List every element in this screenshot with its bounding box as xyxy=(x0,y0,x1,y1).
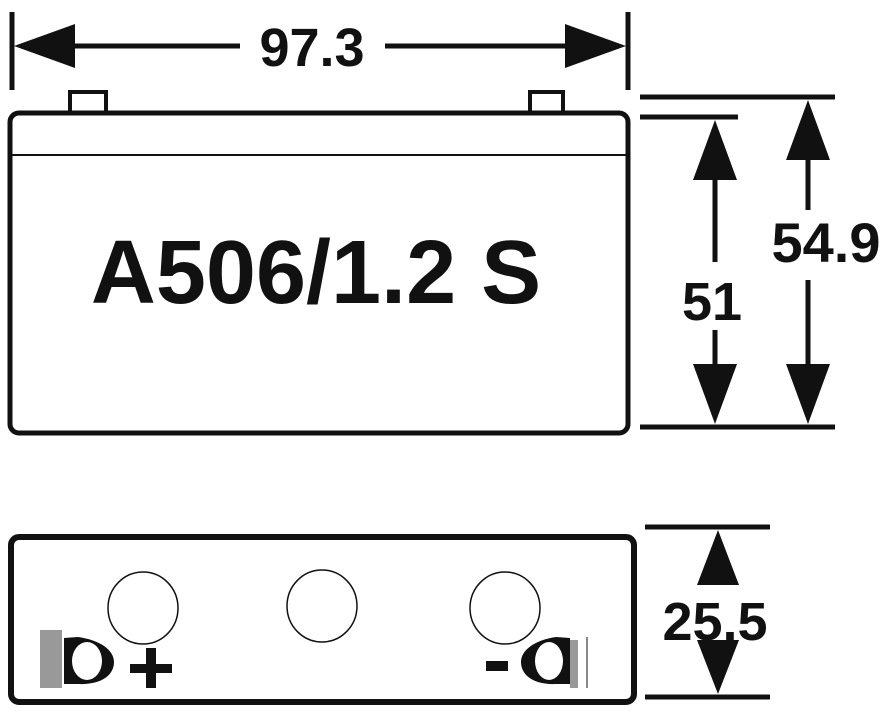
positive-terminal-icon xyxy=(40,630,114,688)
svg-text:+: + xyxy=(0,0,1,1)
svg-text:-: - xyxy=(0,0,1,1)
positive-sign: + xyxy=(0,0,172,688)
arrow-left-icon xyxy=(14,24,75,68)
width-label: 25.5 xyxy=(662,592,767,652)
arrow-down-icon xyxy=(786,364,830,424)
battery-side-view: A506/1.2 S xyxy=(7,90,631,436)
model-label: A506/1.2 S xyxy=(91,223,541,323)
length-dimension: 97.3 xyxy=(9,12,631,90)
vent-cap xyxy=(469,571,541,645)
arrow-up-icon xyxy=(697,530,739,585)
total-height-label: 54.9 xyxy=(772,211,881,274)
vent-cap xyxy=(107,571,179,645)
width-dimension: 25.5 xyxy=(645,524,770,700)
arrow-up-icon xyxy=(786,100,830,160)
body-height-label: 51 xyxy=(682,272,742,332)
arrow-down-icon xyxy=(697,640,739,694)
arrow-right-icon xyxy=(565,24,626,68)
arrow-up-icon xyxy=(693,120,737,180)
height-dimensions: 51 54.9 xyxy=(640,94,881,430)
arrow-down-icon xyxy=(693,364,737,424)
negative-sign: - xyxy=(0,0,508,671)
battery-top-view: + - xyxy=(0,0,637,705)
negative-terminal-icon xyxy=(521,637,588,688)
length-label: 97.3 xyxy=(259,18,364,78)
vent-cap xyxy=(286,569,358,643)
